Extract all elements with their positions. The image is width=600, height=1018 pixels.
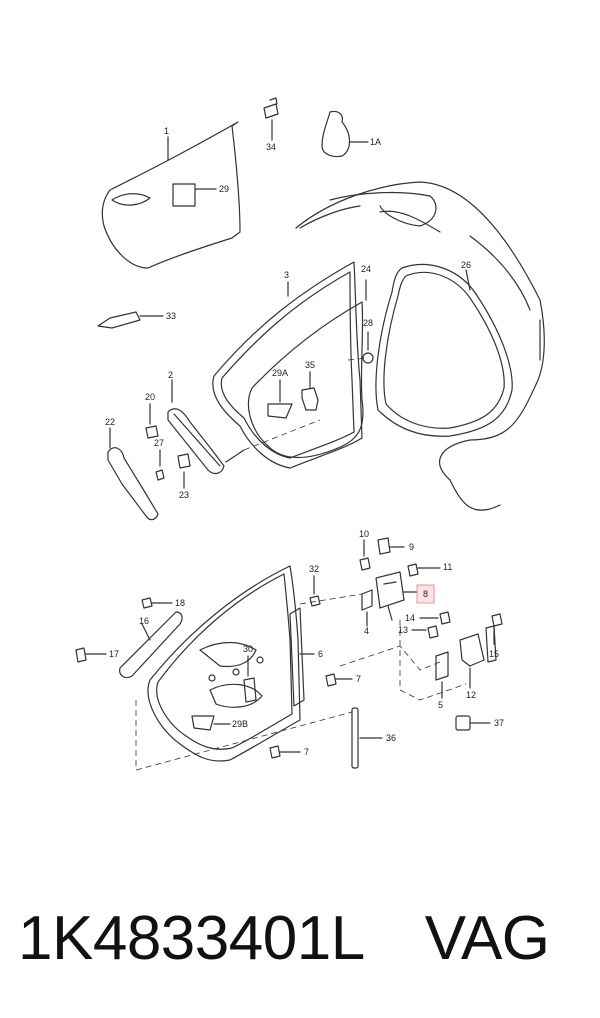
callout-37: 37 <box>494 718 504 728</box>
inner-seal-part-24 <box>247 301 364 459</box>
part-number: 1K4833401L <box>18 903 365 973</box>
callout-5: 5 <box>438 700 443 710</box>
callout-7-lower: 7 <box>304 747 309 757</box>
callout-3: 3 <box>284 270 289 280</box>
car-body-outline <box>295 181 545 511</box>
callout-1: 1 <box>164 126 169 136</box>
callout-11: 11 <box>443 562 452 572</box>
bolt-part-10 <box>359 557 371 571</box>
clip-part-23 <box>177 453 191 469</box>
plate-part-4 <box>361 589 373 611</box>
callout-29: 29 <box>219 184 229 194</box>
callout-22: 22 <box>105 417 115 427</box>
callout-20: 20 <box>145 392 155 402</box>
callout-4: 4 <box>364 626 369 636</box>
assembly-line-lower-1 <box>135 593 441 771</box>
insulation-pad-part-29a <box>267 403 293 419</box>
adhesive-patch-part-29 <box>172 183 196 207</box>
trim-strip-part-2 <box>167 408 225 475</box>
callout-23: 23 <box>179 490 189 500</box>
callout-33: 33 <box>166 311 176 321</box>
assembly-line-lower-2 <box>135 620 467 770</box>
bolt-part-7-lower <box>269 745 281 759</box>
clip-part-20 <box>145 425 159 439</box>
clip-part-27 <box>155 469 165 481</box>
callout-27: 27 <box>154 438 164 448</box>
hinge-part-12 <box>459 625 497 667</box>
callout-32: 32 <box>309 564 319 574</box>
door-seal-part-3 <box>212 261 363 469</box>
cap-part-9 <box>377 537 391 555</box>
bolt-part-13 <box>427 625 439 639</box>
callout-18: 18 <box>175 598 185 608</box>
plate-part-5 <box>435 651 449 681</box>
callout-1a: 1A <box>370 137 381 147</box>
callout-26: 26 <box>461 260 471 270</box>
callout-13: 13 <box>398 625 408 635</box>
callout-28: 28 <box>363 318 373 328</box>
callout-35: 35 <box>305 360 315 370</box>
reinforcement-part-6 <box>289 607 305 707</box>
trim-strip-part-22 <box>107 447 159 521</box>
callout-34: 34 <box>266 142 276 152</box>
callout-36: 36 <box>386 733 396 743</box>
part-caption: 1K4833401L VAG <box>18 893 588 983</box>
lock-part-30 <box>243 677 257 703</box>
sealant-tube-part-33 <box>97 311 141 329</box>
door-opening-seal-part-26 <box>375 263 513 437</box>
bolt-part-32 <box>309 595 321 607</box>
callout-15: 15 <box>489 649 499 659</box>
bolt-part-7-upper <box>325 673 337 687</box>
callout-2: 2 <box>168 370 173 380</box>
cap-part-37 <box>455 715 471 731</box>
bolt-part-14 <box>439 611 451 625</box>
seal-strip-part-36 <box>351 707 359 769</box>
callout-12: 12 <box>466 690 476 700</box>
callout-8: 8 <box>423 589 428 599</box>
trim-strip-part-16 <box>119 611 183 679</box>
callout-30: 30 <box>243 644 253 654</box>
insulation-pad-part-29b <box>191 715 215 731</box>
clip-part-18 <box>141 597 153 609</box>
callout-24: 24 <box>361 264 371 274</box>
callout-9: 9 <box>409 542 414 552</box>
bolt-part-17 <box>75 647 87 663</box>
callout-14: 14 <box>405 613 415 623</box>
bolt-part-15 <box>491 613 503 627</box>
callout-6: 6 <box>318 649 323 659</box>
door-membrane-part-1 <box>101 121 241 269</box>
bag-part-1a <box>321 110 351 158</box>
callout-7-upper: 7 <box>356 674 361 684</box>
bolt-part-11 <box>407 563 419 577</box>
callout-17: 17 <box>109 649 119 659</box>
clip-part-34 <box>263 97 279 119</box>
grommet-part-28 <box>362 352 374 364</box>
callout-29a: 29A <box>272 368 288 378</box>
assembly-line-upper <box>243 357 369 451</box>
brand-name: VAG <box>424 903 550 973</box>
exploded-parts-diagram: 1 1A 34 29 3 24 26 28 33 29A 35 2 20 22 … <box>75 97 545 771</box>
callout-29b: 29B <box>232 719 248 729</box>
highlight-box-part-8 <box>416 584 435 604</box>
door-check-assembly <box>375 571 405 621</box>
callout-16: 16 <box>139 616 149 626</box>
lock-part-35 <box>301 387 319 411</box>
callout-10: 10 <box>359 529 369 539</box>
door-shell <box>147 565 301 762</box>
